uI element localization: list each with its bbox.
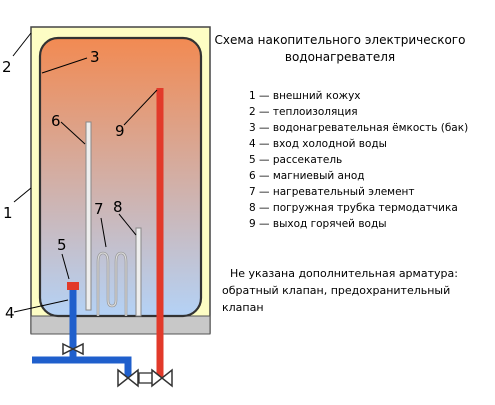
title-line-2: водонагревателя (284, 50, 396, 64)
legend-item: 5 — рассекатель (249, 154, 343, 166)
bottom-valve-right (151, 368, 173, 388)
title-line-1: Схема накопительного электрического (214, 33, 466, 47)
base-plate (30, 315, 211, 335)
note-line-3: клапан (222, 301, 264, 314)
valve-connector (138, 372, 154, 384)
callout-4: 4 (5, 304, 15, 322)
callout-8: 8 (113, 198, 123, 216)
legend-item: 3 — водонагревательная ёмкость (бак) (249, 122, 469, 134)
legend-item: 6 — магниевый анод (249, 170, 365, 182)
legend-list: 1 — внешний кожух 2 — теплоизоляция 3 — … (249, 88, 468, 232)
note-line-2: обратный клапан, предохранительный (222, 284, 451, 297)
spreader (67, 282, 79, 290)
legend-item: 8 — погружная трубка термодатчика (249, 202, 458, 214)
heating-element-inner (97, 252, 127, 316)
leader-line-6 (60, 121, 86, 145)
thermosensor-tube (135, 227, 142, 317)
callout-6: 6 (51, 112, 61, 130)
leader-line-5 (61, 253, 70, 280)
callout-2: 2 (2, 58, 12, 76)
callout-3: 3 (90, 48, 100, 66)
cold-inlet-valve (62, 342, 84, 356)
diagram-title: Схема накопительного электрического водо… (205, 32, 475, 66)
legend-item: 9 — выход горячей воды (249, 218, 387, 230)
callout-1: 1 (3, 204, 13, 222)
bottom-valve-left (117, 368, 139, 388)
cold-water-supply-pipe (32, 356, 132, 377)
leader-line-4 (13, 299, 69, 313)
leader-line-9 (123, 89, 158, 126)
leader-line-7 (100, 217, 107, 248)
legend-item: 7 — нагревательный элемент (249, 186, 415, 198)
magnesium-anode (85, 121, 92, 311)
note-text: Не указана дополнительная арматура: обра… (222, 265, 484, 316)
leader-line-1 (13, 187, 32, 203)
inner-tank (38, 36, 203, 318)
legend-item: 2 — теплоизоляция (249, 106, 358, 118)
leader-lines (12, 32, 158, 313)
leader-line-3 (41, 57, 88, 74)
leader-line-8 (118, 213, 137, 236)
legend-item: 4 — вход холодной воды (249, 138, 387, 150)
callout-7: 7 (94, 200, 104, 218)
callout-5: 5 (57, 236, 67, 254)
legend-item: 1 — внешний кожух (249, 90, 361, 102)
note-line-1: Не указана дополнительная арматура: (230, 267, 458, 280)
callout-9: 9 (115, 122, 125, 140)
leader-line-2 (12, 32, 32, 57)
